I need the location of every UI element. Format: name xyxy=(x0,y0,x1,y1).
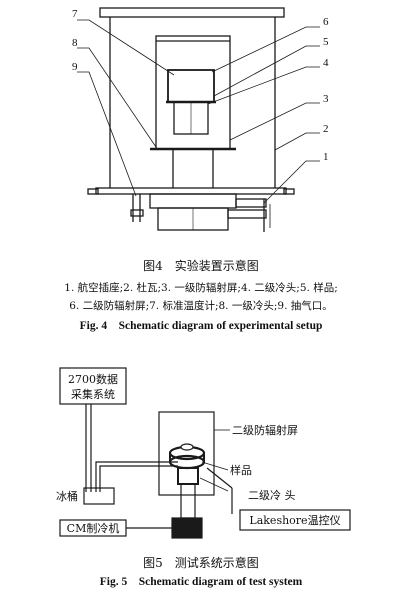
ice-bucket-box xyxy=(83,487,115,505)
callout-2: 2 xyxy=(323,123,329,135)
callout-4: 4 xyxy=(323,57,329,69)
controller-box xyxy=(239,509,351,531)
leader-sample xyxy=(201,461,229,471)
callout-1: 1 xyxy=(323,151,329,163)
fig4-callouts: 7 8 9 6 5 4 3 2 1 xyxy=(72,8,329,163)
cryocooler-label: CM制冷机 xyxy=(67,521,120,535)
leader-9 xyxy=(77,71,137,197)
leader-7 xyxy=(77,19,175,76)
callout-7: 7 xyxy=(72,8,78,20)
fig4-legend-line1: 1. 航空插座;2. 杜瓦;3. 一级防辐射屏;4. 二级冷头;5. 样品; xyxy=(64,282,338,294)
daq-label-line2: 采集系统 xyxy=(71,387,115,401)
fig5-labels: 2700数据 采集系统 冰桶 CM制冷机 二级防辐射屏 样品 二级冷 头 Lak… xyxy=(56,372,341,535)
fig4-caption-en: Fig. 4 Schematic diagram of experimental… xyxy=(79,320,323,332)
aviation-socket xyxy=(235,198,267,208)
leader-8 xyxy=(77,47,159,151)
leader-1 xyxy=(263,160,320,204)
shield-label: 二级防辐射屏 xyxy=(232,423,298,437)
fig4-apparatus-drawing xyxy=(87,7,295,232)
sample-center xyxy=(180,443,194,451)
controller-label: Lakeshore温控仪 xyxy=(249,513,340,527)
leader-4 xyxy=(207,66,320,105)
signal-line-2 xyxy=(99,465,178,492)
signal-line xyxy=(95,461,178,492)
callout-5: 5 xyxy=(323,36,329,48)
cold-head-stage xyxy=(177,467,199,485)
cryocooler-unit xyxy=(171,517,203,539)
leader-cold-head xyxy=(199,477,229,492)
fig4-legend-line2: 6. 二级防辐射屏;7. 标准温度计;8. 一级冷头;9. 抽气口。 xyxy=(69,300,333,312)
callout-6: 6 xyxy=(323,16,329,28)
leader-6 xyxy=(211,26,320,73)
flange-bolt-right xyxy=(283,188,295,195)
base-flange xyxy=(95,187,287,195)
pump-port-flange xyxy=(130,209,144,217)
callout-9: 9 xyxy=(72,61,78,73)
daq-box xyxy=(59,367,127,405)
callout-3: 3 xyxy=(323,93,329,105)
cold-head-label: 二级冷 头 xyxy=(248,489,296,502)
leader-2 xyxy=(274,132,320,151)
cold-finger-shaft xyxy=(180,483,196,519)
sample-label: 样品 xyxy=(230,463,252,477)
fig4-leader-lines xyxy=(77,19,320,204)
side-port xyxy=(227,209,267,219)
fig4-caption-cn: 图4 实验装置示意图 xyxy=(143,259,259,273)
fig5-caption-en: Fig. 5 Schematic diagram of test system xyxy=(99,576,303,588)
daq-label-line1: 2700数据 xyxy=(68,372,118,386)
leader-5 xyxy=(213,45,320,97)
dewar-top-flange xyxy=(99,7,285,18)
second-stage-shield xyxy=(167,69,215,103)
flange-bolt-left xyxy=(87,188,99,195)
shield-box xyxy=(158,411,215,496)
fig5-system-drawing xyxy=(59,367,351,539)
leader-3 xyxy=(229,102,320,141)
cryocooler-body xyxy=(149,193,237,209)
wire-to-controller xyxy=(206,467,233,489)
callout-8: 8 xyxy=(72,37,78,49)
ice-bucket-label: 冰桶 xyxy=(56,489,78,503)
cold-finger xyxy=(172,148,214,193)
fig5-caption-cn: 图5 测试系统示意图 xyxy=(143,556,259,570)
